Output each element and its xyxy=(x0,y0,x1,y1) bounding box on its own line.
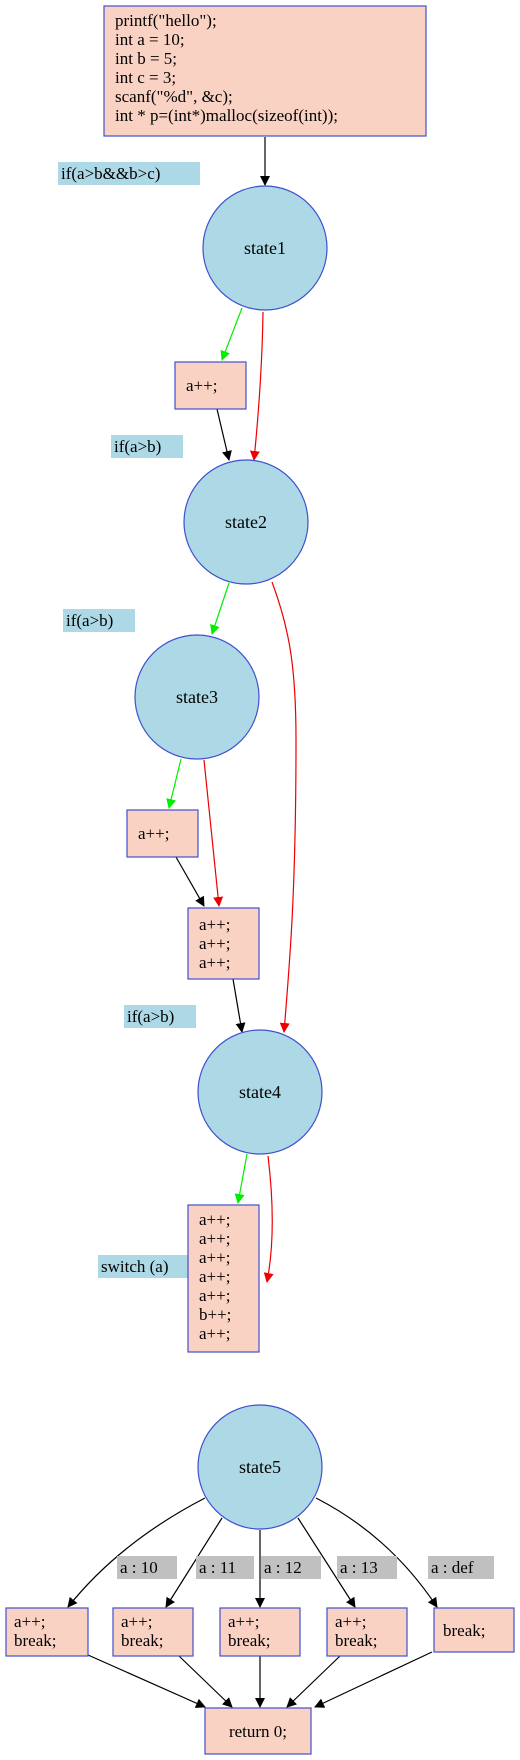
edge-b3-to-b3m xyxy=(175,856,205,907)
case-label-10: a : 10 xyxy=(117,1556,177,1579)
block-b4-line-3: a++; xyxy=(199,1248,230,1267)
case-label-10-text: a : 10 xyxy=(120,1558,158,1577)
case-block-11: a++; break; xyxy=(112,1607,194,1657)
block-b3m-line-1: a++; xyxy=(199,915,230,934)
edge-case-11-to-return xyxy=(178,1655,233,1708)
state3-node: state3 xyxy=(134,634,260,760)
condition-label-2: if(a>b) xyxy=(111,435,183,458)
edge-case-def-to-return xyxy=(314,1651,433,1708)
start-line-4: int c = 3; xyxy=(115,68,176,87)
case-block-12-line-2: break; xyxy=(228,1631,270,1650)
block-b4-line-4: a++; xyxy=(199,1267,230,1286)
case-block-10-line-2: break; xyxy=(14,1631,56,1650)
start-line-2: int a = 10; xyxy=(115,30,185,49)
case-block-10: a++; break; xyxy=(5,1607,89,1657)
condition-label-2-text: if(a>b) xyxy=(114,437,161,456)
case-label-13: a : 13 xyxy=(337,1556,397,1579)
case-block-def: break; xyxy=(433,1607,515,1653)
block-b4-line-6: b++; xyxy=(199,1305,231,1324)
case-block-13: a++; break; xyxy=(326,1607,408,1657)
edge-b1-to-state2 xyxy=(216,408,232,461)
state2-node: state2 xyxy=(183,459,309,585)
edge-state5-case-def xyxy=(315,1497,438,1608)
edge-state2-true xyxy=(210,582,230,635)
block-b3-line-1: a++; xyxy=(138,824,169,843)
edge-case-10-to-return xyxy=(87,1654,206,1708)
condition-label-5: switch (a) xyxy=(98,1255,196,1278)
case-label-def-text: a : def xyxy=(431,1558,474,1577)
state4-label: state4 xyxy=(239,1082,281,1102)
state4-node: state4 xyxy=(197,1029,323,1155)
end-line-1: return 0; xyxy=(229,1722,287,1741)
state5-label: state5 xyxy=(239,1457,281,1477)
case-label-13-text: a : 13 xyxy=(340,1558,378,1577)
block-b3m-line-3: a++; xyxy=(199,953,230,972)
start-line-6: int * p=(int*)malloc(sizeof(int)); xyxy=(115,106,338,125)
block-b1-line-1: a++; xyxy=(186,376,217,395)
block-b4-line-1: a++; xyxy=(199,1210,230,1229)
edge-state3-false xyxy=(203,759,224,907)
edge-b3m-to-state4 xyxy=(232,978,246,1033)
case-block-13-line-2: break; xyxy=(335,1631,377,1650)
edge-case-13-to-return xyxy=(286,1655,341,1708)
case-block-12-line-1: a++; xyxy=(228,1612,259,1631)
case-block-11-line-1: a++; xyxy=(121,1612,152,1631)
case-block-12: a++; break; xyxy=(219,1607,301,1657)
state2-label: state2 xyxy=(225,512,267,532)
edge-state4-false xyxy=(263,1155,274,1283)
edge-state4-true xyxy=(234,1153,248,1204)
case-label-12: a : 12 xyxy=(261,1556,321,1579)
condition-label-3-text: if(a>b) xyxy=(66,611,113,630)
end-block: return 0; xyxy=(204,1707,312,1755)
edge-state5-case-13 xyxy=(297,1517,356,1608)
start-block: printf("hello"); int a = 10; int b = 5; … xyxy=(103,5,427,137)
condition-label-4-text: if(a>b) xyxy=(127,1007,174,1026)
state1-label: state1 xyxy=(244,238,286,258)
edge-state1-false xyxy=(249,311,264,461)
start-line-3: int b = 5; xyxy=(115,49,177,68)
edge-state2-false xyxy=(271,581,297,1033)
block-b1: a++; xyxy=(174,361,247,410)
block-b4-line-7: a++; xyxy=(199,1324,230,1343)
condition-label-1: if(a>b&&b>c) xyxy=(58,162,200,185)
case-block-def-line-1: break; xyxy=(443,1621,485,1640)
condition-label-4: if(a>b) xyxy=(124,1005,196,1028)
state5-node: state5 xyxy=(197,1404,323,1530)
condition-label-5-text: switch (a) xyxy=(101,1257,169,1276)
state3-label: state3 xyxy=(176,687,218,707)
start-line-1: printf("hello"); xyxy=(115,11,217,30)
block-b3m-line-2: a++; xyxy=(199,934,230,953)
block-b4-line-5: a++; xyxy=(199,1286,230,1305)
case-label-11: a : 11 xyxy=(196,1556,254,1579)
block-b4: a++; a++; a++; a++; a++; b++; a++; xyxy=(187,1204,260,1353)
start-line-5: scanf("%d", &c); xyxy=(115,87,233,106)
case-label-11-text: a : 11 xyxy=(199,1558,236,1577)
block-b3: a++; xyxy=(126,809,199,858)
case-block-11-line-2: break; xyxy=(121,1631,163,1650)
edge-state5-case-11 xyxy=(165,1517,223,1608)
condition-label-1-text: if(a>b&&b>c) xyxy=(61,164,160,183)
state1-node: state1 xyxy=(202,185,328,311)
block-b3m: a++; a++; a++; xyxy=(187,907,260,980)
case-block-13-line-1: a++; xyxy=(335,1612,366,1631)
edge-state3-true xyxy=(166,758,182,809)
case-block-10-line-1: a++; xyxy=(14,1612,45,1631)
block-b4-line-2: a++; xyxy=(199,1229,230,1248)
case-label-def: a : def xyxy=(428,1556,494,1579)
edge-state1-true xyxy=(220,307,243,361)
condition-label-3: if(a>b) xyxy=(63,609,135,632)
edge-state5-case-10 xyxy=(67,1497,206,1608)
case-label-12-text: a : 12 xyxy=(264,1558,302,1577)
